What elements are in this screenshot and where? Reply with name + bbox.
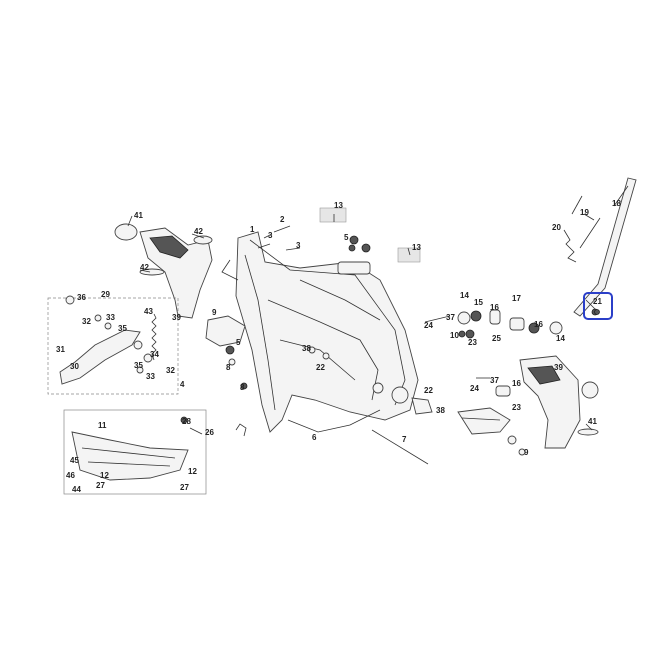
callout-12: 12 (188, 467, 197, 476)
callout-26: 26 (205, 428, 214, 437)
callout-16: 16 (512, 379, 521, 388)
callout-24: 24 (424, 321, 433, 330)
highlighted-callout-21[interactable]: 21 (583, 292, 613, 320)
callout-39: 39 (172, 313, 181, 322)
callout-3: 3 (268, 231, 273, 240)
callout-32: 32 (82, 317, 91, 326)
callout-31: 31 (56, 345, 65, 354)
callout-27: 27 (180, 483, 189, 492)
frame-small-parts (235, 207, 433, 465)
callout-4: 4 (180, 380, 185, 389)
skid-plate-group (63, 409, 207, 495)
radiator-shroud-right (519, 355, 599, 449)
callout-12: 12 (100, 471, 109, 480)
callout-44: 44 (72, 485, 81, 494)
callout-27: 27 (96, 481, 105, 490)
callout-35: 35 (118, 324, 127, 333)
callout-2: 2 (280, 215, 285, 224)
spring-part (151, 313, 157, 361)
callout-14: 14 (556, 334, 565, 343)
callout-33: 33 (146, 372, 155, 381)
callout-9: 9 (212, 308, 217, 317)
callout-33: 33 (106, 313, 115, 322)
callout-20: 20 (552, 223, 561, 232)
sidestand (563, 177, 637, 317)
callout-42: 42 (194, 227, 203, 236)
callout-16: 16 (490, 303, 499, 312)
callout-5: 5 (344, 233, 349, 242)
callout-13: 13 (334, 201, 343, 210)
callout-38: 38 (302, 344, 311, 353)
callout-36: 36 (77, 293, 86, 302)
callout-37: 37 (446, 313, 455, 322)
callout-8: 8 (226, 363, 231, 372)
callout-19: 19 (580, 208, 589, 217)
callout-37: 37 (490, 376, 499, 385)
callout-22: 22 (316, 363, 325, 372)
leader-lines (127, 185, 629, 435)
callout-16: 16 (534, 320, 543, 329)
callout-labels: 41 42 42 43 39 36 29 32 33 35 31 30 34 3… (56, 199, 621, 494)
main-frame (221, 231, 419, 433)
callout-3: 3 (296, 241, 301, 250)
callout-42: 42 (140, 263, 149, 272)
callout-25: 25 (492, 334, 501, 343)
rear-master-cylinder (205, 315, 248, 390)
callout-18: 18 (612, 199, 621, 208)
callout-9: 9 (524, 448, 529, 457)
callout-41: 41 (134, 211, 143, 220)
callout-5: 5 (236, 338, 241, 347)
callout-39: 39 (554, 363, 563, 372)
callout-14: 14 (460, 291, 469, 300)
callout-41: 41 (588, 417, 597, 426)
callout-10: 10 (450, 331, 459, 340)
callout-17: 17 (512, 294, 521, 303)
callout-24: 24 (470, 384, 479, 393)
callout-30: 30 (70, 362, 79, 371)
callout-43: 43 (144, 307, 153, 316)
callout-46: 46 (66, 471, 75, 480)
callout-45: 45 (70, 456, 79, 465)
callout-29: 29 (101, 290, 110, 299)
callout-11: 11 (98, 421, 107, 430)
callout-21: 21 (593, 297, 602, 306)
brake-pedal-group (47, 295, 179, 395)
swingarm-pivot-parts (424, 309, 563, 397)
callout-28: 28 (182, 417, 191, 426)
callout-7: 7 (402, 435, 407, 444)
callout-6: 6 (312, 433, 317, 442)
callout-23: 23 (468, 338, 477, 347)
callout-34: 34 (150, 350, 159, 359)
radiator-shroud-left (114, 223, 213, 319)
callout-23: 23 (512, 403, 521, 412)
callout-15: 15 (474, 298, 483, 307)
callout-13: 13 (412, 243, 421, 252)
callout-8: 8 (240, 383, 245, 392)
callout-35: 35 (134, 361, 143, 370)
footpeg (457, 407, 526, 456)
callout-1: 1 (250, 225, 255, 234)
callout-32: 32 (166, 366, 175, 375)
callout-22: 22 (424, 386, 433, 395)
callout-38: 38 (436, 406, 445, 415)
